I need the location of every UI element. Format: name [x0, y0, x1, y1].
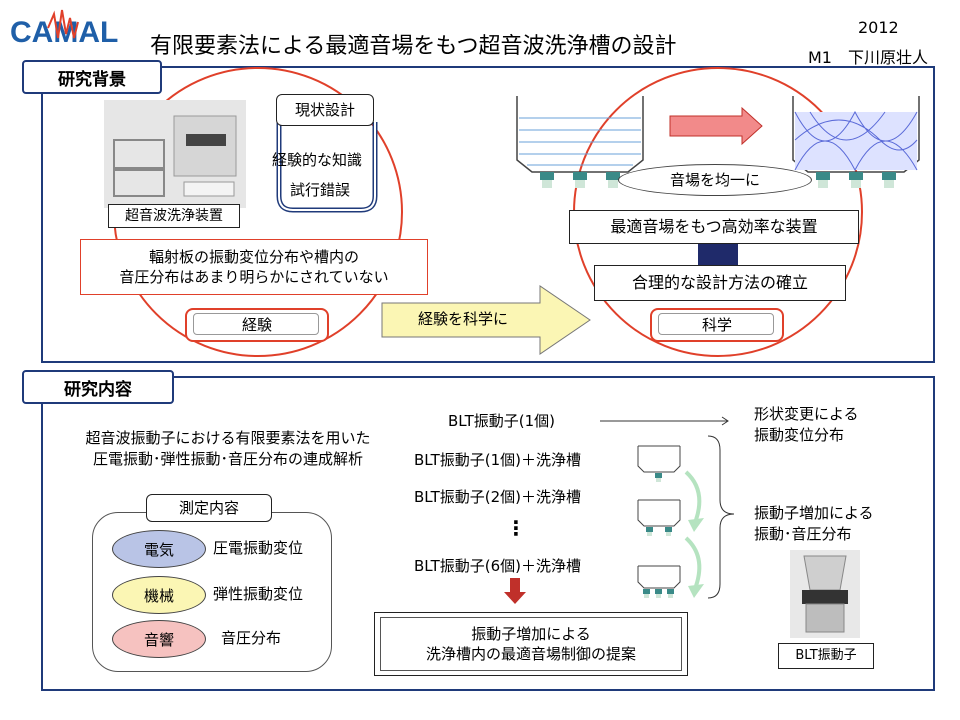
tank-before: [516, 96, 644, 188]
tank-2-transducers: [637, 499, 681, 536]
device-caption: 超音波洗浄装置: [108, 204, 240, 228]
red-down-arrow: [504, 578, 526, 604]
experience-box: 経験: [185, 308, 329, 342]
current-design-box: 現状設計: [276, 94, 374, 126]
research-label: 研究内容: [22, 370, 174, 404]
experience-to-science-arrow: [381, 285, 591, 355]
tank-after: [792, 96, 920, 188]
blt1-text: BLT振動子(1個): [448, 412, 555, 430]
trial-text: 試行錯誤: [290, 181, 351, 199]
page-title: 有限要素法による最適音場をもつ超音波洗浄槽の設計: [150, 34, 677, 59]
design-method-box: 合理的な設計方法の確立: [594, 265, 846, 301]
cleaner-device-image: [104, 100, 246, 208]
blt2-tank-text: BLT振動子(2個)＋洗浄槽: [414, 488, 581, 506]
improve-arrow: [669, 106, 763, 146]
year-text: 2012: [858, 18, 899, 37]
increase-result-text: 振動子増加による 振動･音圧分布: [754, 504, 874, 543]
proposal-text: 振動子増加による 洗浄槽内の最適音場制御の提案: [380, 617, 682, 671]
background-label: 研究背景: [22, 60, 162, 94]
author-text: M1 下川原壮人: [808, 48, 928, 67]
electric-oval: 電気: [112, 530, 206, 568]
acoustic-value: 音圧分布: [221, 629, 282, 647]
intro-text: 超音波振動子における有限要素法を用いた 圧電振動･弾性振動･音圧分布の連成解析: [85, 429, 371, 468]
arrow-text: 経験を科学に: [418, 310, 509, 328]
blt-transducer-image: [790, 550, 860, 638]
mechanical-oval: 機械: [112, 576, 206, 614]
camal-logo: CAMAL: [10, 9, 118, 49]
knowledge-text: 経験的な知識: [272, 151, 363, 169]
shape-result-text: 形状変更による 振動変位分布: [754, 405, 859, 444]
blt-caption: BLT振動子: [778, 643, 874, 669]
ellipsis: ⋮: [506, 516, 526, 540]
tank-1-transducer: [637, 445, 681, 482]
measurement-label: 測定内容: [146, 494, 272, 522]
blt6-tank-text: BLT振動子(6個)＋洗浄槽: [414, 557, 581, 575]
tank-6-transducers: [637, 565, 681, 598]
blt1-tank-text: BLT振動子(1個)＋洗浄槽: [414, 451, 581, 469]
acoustic-oval: 音響: [112, 620, 206, 658]
efficient-device-box: 最適音場をもつ高効率な装置: [569, 210, 859, 244]
link-square: [698, 244, 738, 266]
uniform-oval: 音場を均一に: [618, 164, 812, 196]
mechanical-value: 弾性振動変位: [213, 585, 304, 603]
problem-box: 輻射板の振動変位分布や槽内の 音圧分布はあまり明らかにされていない: [80, 239, 428, 295]
electric-value: 圧電振動変位: [213, 539, 304, 557]
